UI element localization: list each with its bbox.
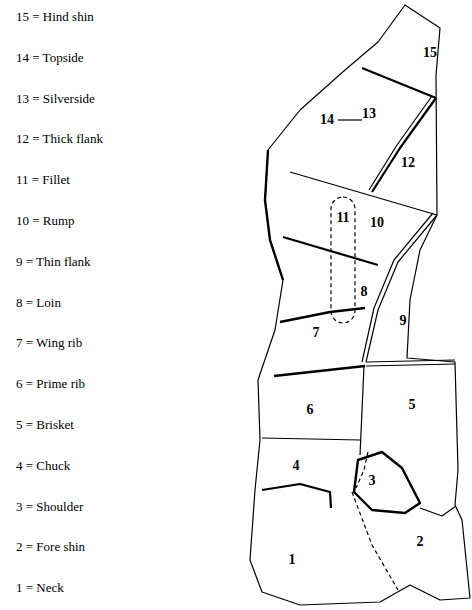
callout-number: 10 bbox=[369, 216, 385, 230]
flank-brisket-line-inner bbox=[366, 364, 455, 366]
callout-number: 11 bbox=[335, 211, 350, 225]
shoulder-dashed-line bbox=[356, 452, 368, 488]
callout-number: 6 bbox=[306, 403, 315, 417]
thick-flank-line-inner bbox=[369, 96, 432, 190]
legend-line: 15 = Hind shin bbox=[16, 10, 94, 23]
legend-line: 11 = Fillet bbox=[16, 173, 70, 186]
callout-number: 14 bbox=[319, 113, 335, 127]
wingrib-primerib-line bbox=[274, 366, 365, 376]
chuck-neck-line bbox=[262, 484, 331, 508]
legend-line: 8 = Loin bbox=[16, 296, 61, 309]
callout-number: 15 bbox=[422, 46, 438, 60]
shoulder-outline bbox=[354, 452, 420, 513]
callout-number: 12 bbox=[400, 156, 416, 170]
legend-line: 6 = Prime rib bbox=[16, 377, 85, 390]
legend-line: 4 = Chuck bbox=[16, 459, 70, 472]
callout-number: 8 bbox=[360, 285, 369, 299]
thick-flank-line bbox=[372, 98, 436, 192]
flank-line bbox=[366, 215, 437, 362]
callout-number: 4 bbox=[292, 459, 301, 473]
legend-line: 2 = Fore shin bbox=[16, 540, 85, 553]
callout-number: 1 bbox=[288, 553, 297, 567]
legend-line: 13 = Silverside bbox=[16, 92, 95, 105]
legend-line: 14 = Topside bbox=[16, 51, 84, 64]
rump-top-line bbox=[290, 172, 437, 215]
callout-number: 7 bbox=[312, 326, 321, 340]
callout-number: 2 bbox=[416, 535, 425, 549]
flank-line-inner bbox=[362, 213, 433, 362]
legend-line: 7 = Wing rib bbox=[16, 336, 82, 349]
legend-line: 5 = Brisket bbox=[16, 418, 74, 431]
legend-line: 12 = Thick flank bbox=[16, 132, 103, 145]
legend-line: 9 = Thin flank bbox=[16, 255, 91, 268]
left-thick-edge bbox=[265, 150, 283, 280]
primerib-chuck-line bbox=[262, 438, 360, 440]
flank-brisket-line bbox=[366, 360, 455, 362]
carcass-outline bbox=[250, 5, 470, 605]
foreshin-line bbox=[420, 506, 456, 516]
hind-shin-line bbox=[362, 68, 436, 98]
callout-number: 5 bbox=[408, 398, 417, 412]
rib-brisket-line bbox=[360, 366, 364, 455]
legend-line: 10 = Rump bbox=[16, 214, 75, 227]
fillet-outline bbox=[331, 197, 355, 323]
neck-dashed-line bbox=[352, 492, 398, 590]
topside-leader-line bbox=[338, 119, 362, 120]
callout-number: 13 bbox=[361, 107, 377, 121]
loin-wingrib-line bbox=[280, 308, 365, 322]
legend-line: 1 = Neck bbox=[16, 581, 64, 594]
callout-number: 3 bbox=[368, 474, 377, 488]
legend-line: 3 = Shoulder bbox=[16, 500, 83, 513]
callout-number: 9 bbox=[399, 314, 408, 328]
